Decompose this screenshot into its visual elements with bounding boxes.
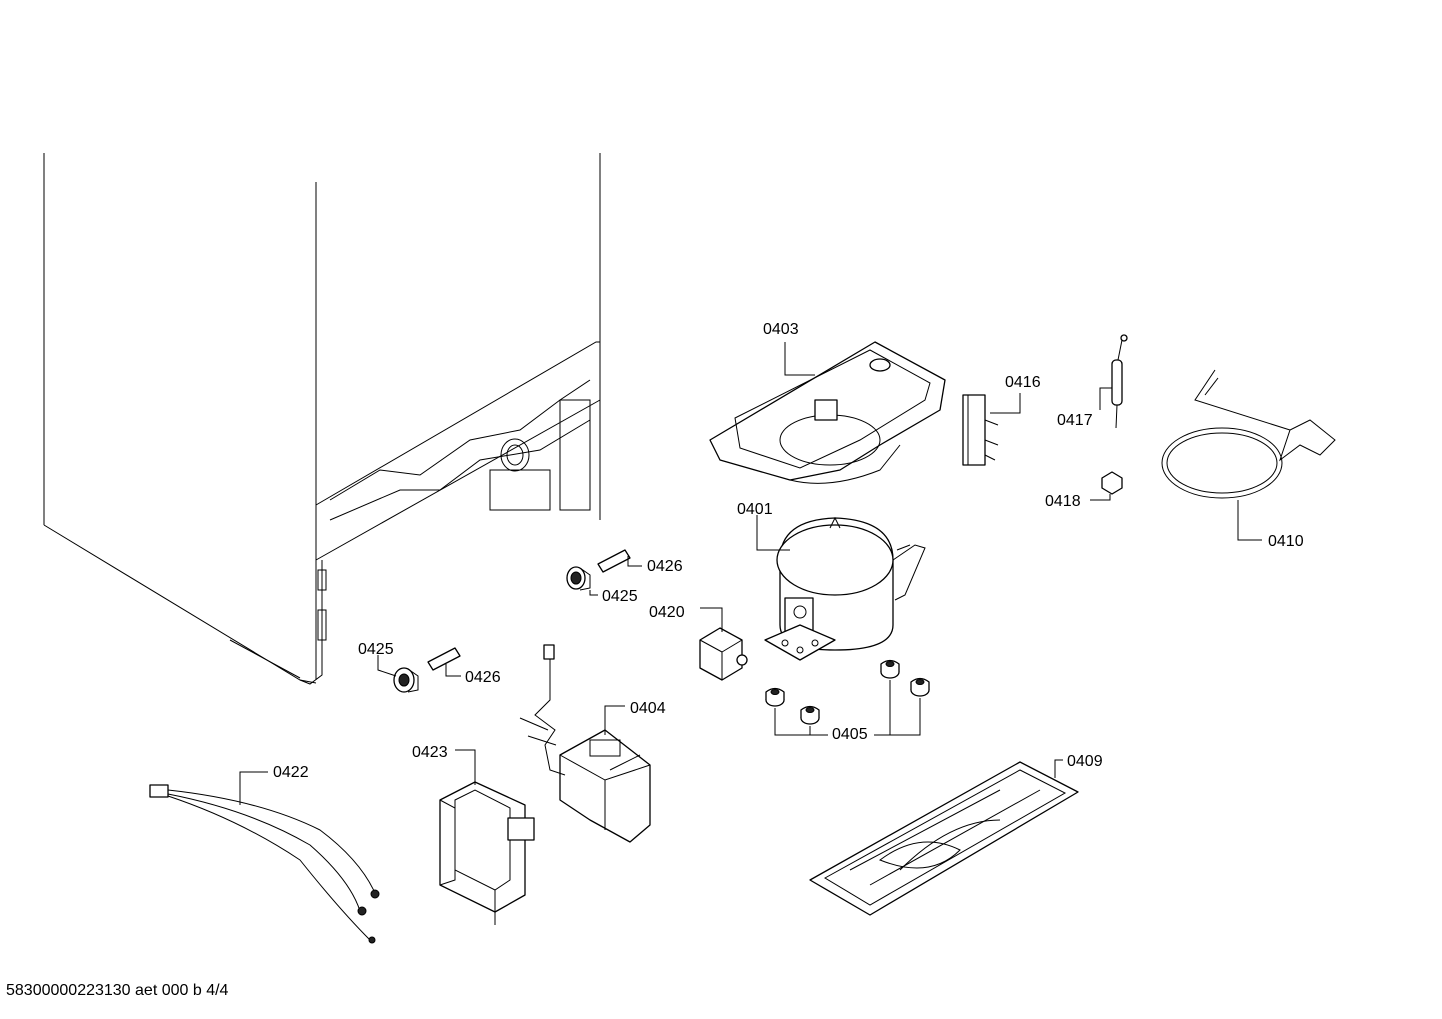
label-0417: 0417 xyxy=(1057,412,1093,429)
label-0403: 0403 xyxy=(763,321,799,338)
label-0404: 0404 xyxy=(630,700,666,717)
nut-0425-lower[interactable] xyxy=(393,667,419,693)
base-plate-0409[interactable] xyxy=(809,761,1079,916)
nut-0425-upper[interactable] xyxy=(566,566,591,591)
label-0422: 0422 xyxy=(273,764,309,781)
rubber-feet-0405[interactable] xyxy=(765,659,930,725)
label-0405: 0405 xyxy=(832,726,868,743)
wiring-harness-0422[interactable] xyxy=(149,784,380,944)
label-0420: 0420 xyxy=(649,604,685,621)
capacitor-0420[interactable] xyxy=(699,627,748,681)
label-0425-lower: 0425 xyxy=(358,641,394,658)
holder-bracket-0423[interactable] xyxy=(439,781,535,925)
electronic-module-0404[interactable] xyxy=(519,644,651,843)
connector-0418[interactable] xyxy=(1101,471,1123,495)
label-0426-lower: 0426 xyxy=(465,669,501,686)
power-cord-0410[interactable] xyxy=(1161,369,1336,499)
starter-relay-0416[interactable] xyxy=(962,394,999,466)
drip-tray-0403[interactable] xyxy=(709,341,946,484)
appliance-cabinet xyxy=(43,153,601,685)
compressor-0401[interactable] xyxy=(764,516,926,661)
pipe-0426-upper[interactable] xyxy=(597,549,631,573)
label-0416: 0416 xyxy=(1005,374,1041,391)
drawing-reference-footer: 58300000223130 aet 000 b 4/4 xyxy=(6,982,229,999)
pipe-0426-lower[interactable] xyxy=(427,647,461,671)
label-0401: 0401 xyxy=(737,501,773,518)
temperature-sensor-0417[interactable] xyxy=(1111,334,1128,429)
label-0423: 0423 xyxy=(412,744,448,761)
label-0418: 0418 xyxy=(1045,493,1081,510)
label-0425-upper: 0425 xyxy=(602,588,638,605)
label-0409: 0409 xyxy=(1067,753,1103,770)
label-0410: 0410 xyxy=(1268,533,1304,550)
label-0426-upper: 0426 xyxy=(647,558,683,575)
